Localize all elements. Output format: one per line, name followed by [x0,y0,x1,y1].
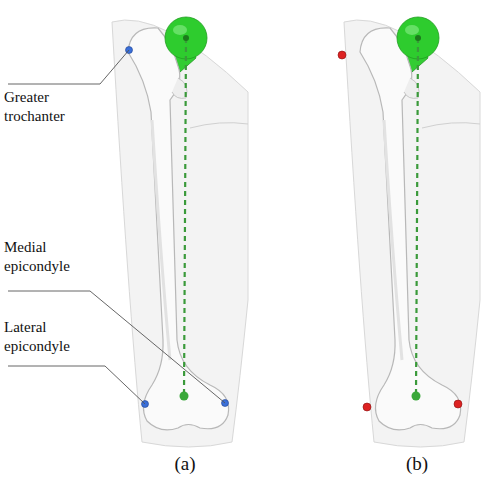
leg-model-a [112,17,248,447]
part-label: Lateral epicondyle [4,318,104,356]
panel-caption: (a) [160,454,210,473]
part-label: Greater trochanter [4,88,104,126]
part-label: Medial epicondyle [4,238,104,276]
panel-caption: (b) [392,454,442,473]
bone-landmarks [126,47,229,408]
skin-landmarks [338,51,462,411]
leg-model-b [344,17,480,447]
